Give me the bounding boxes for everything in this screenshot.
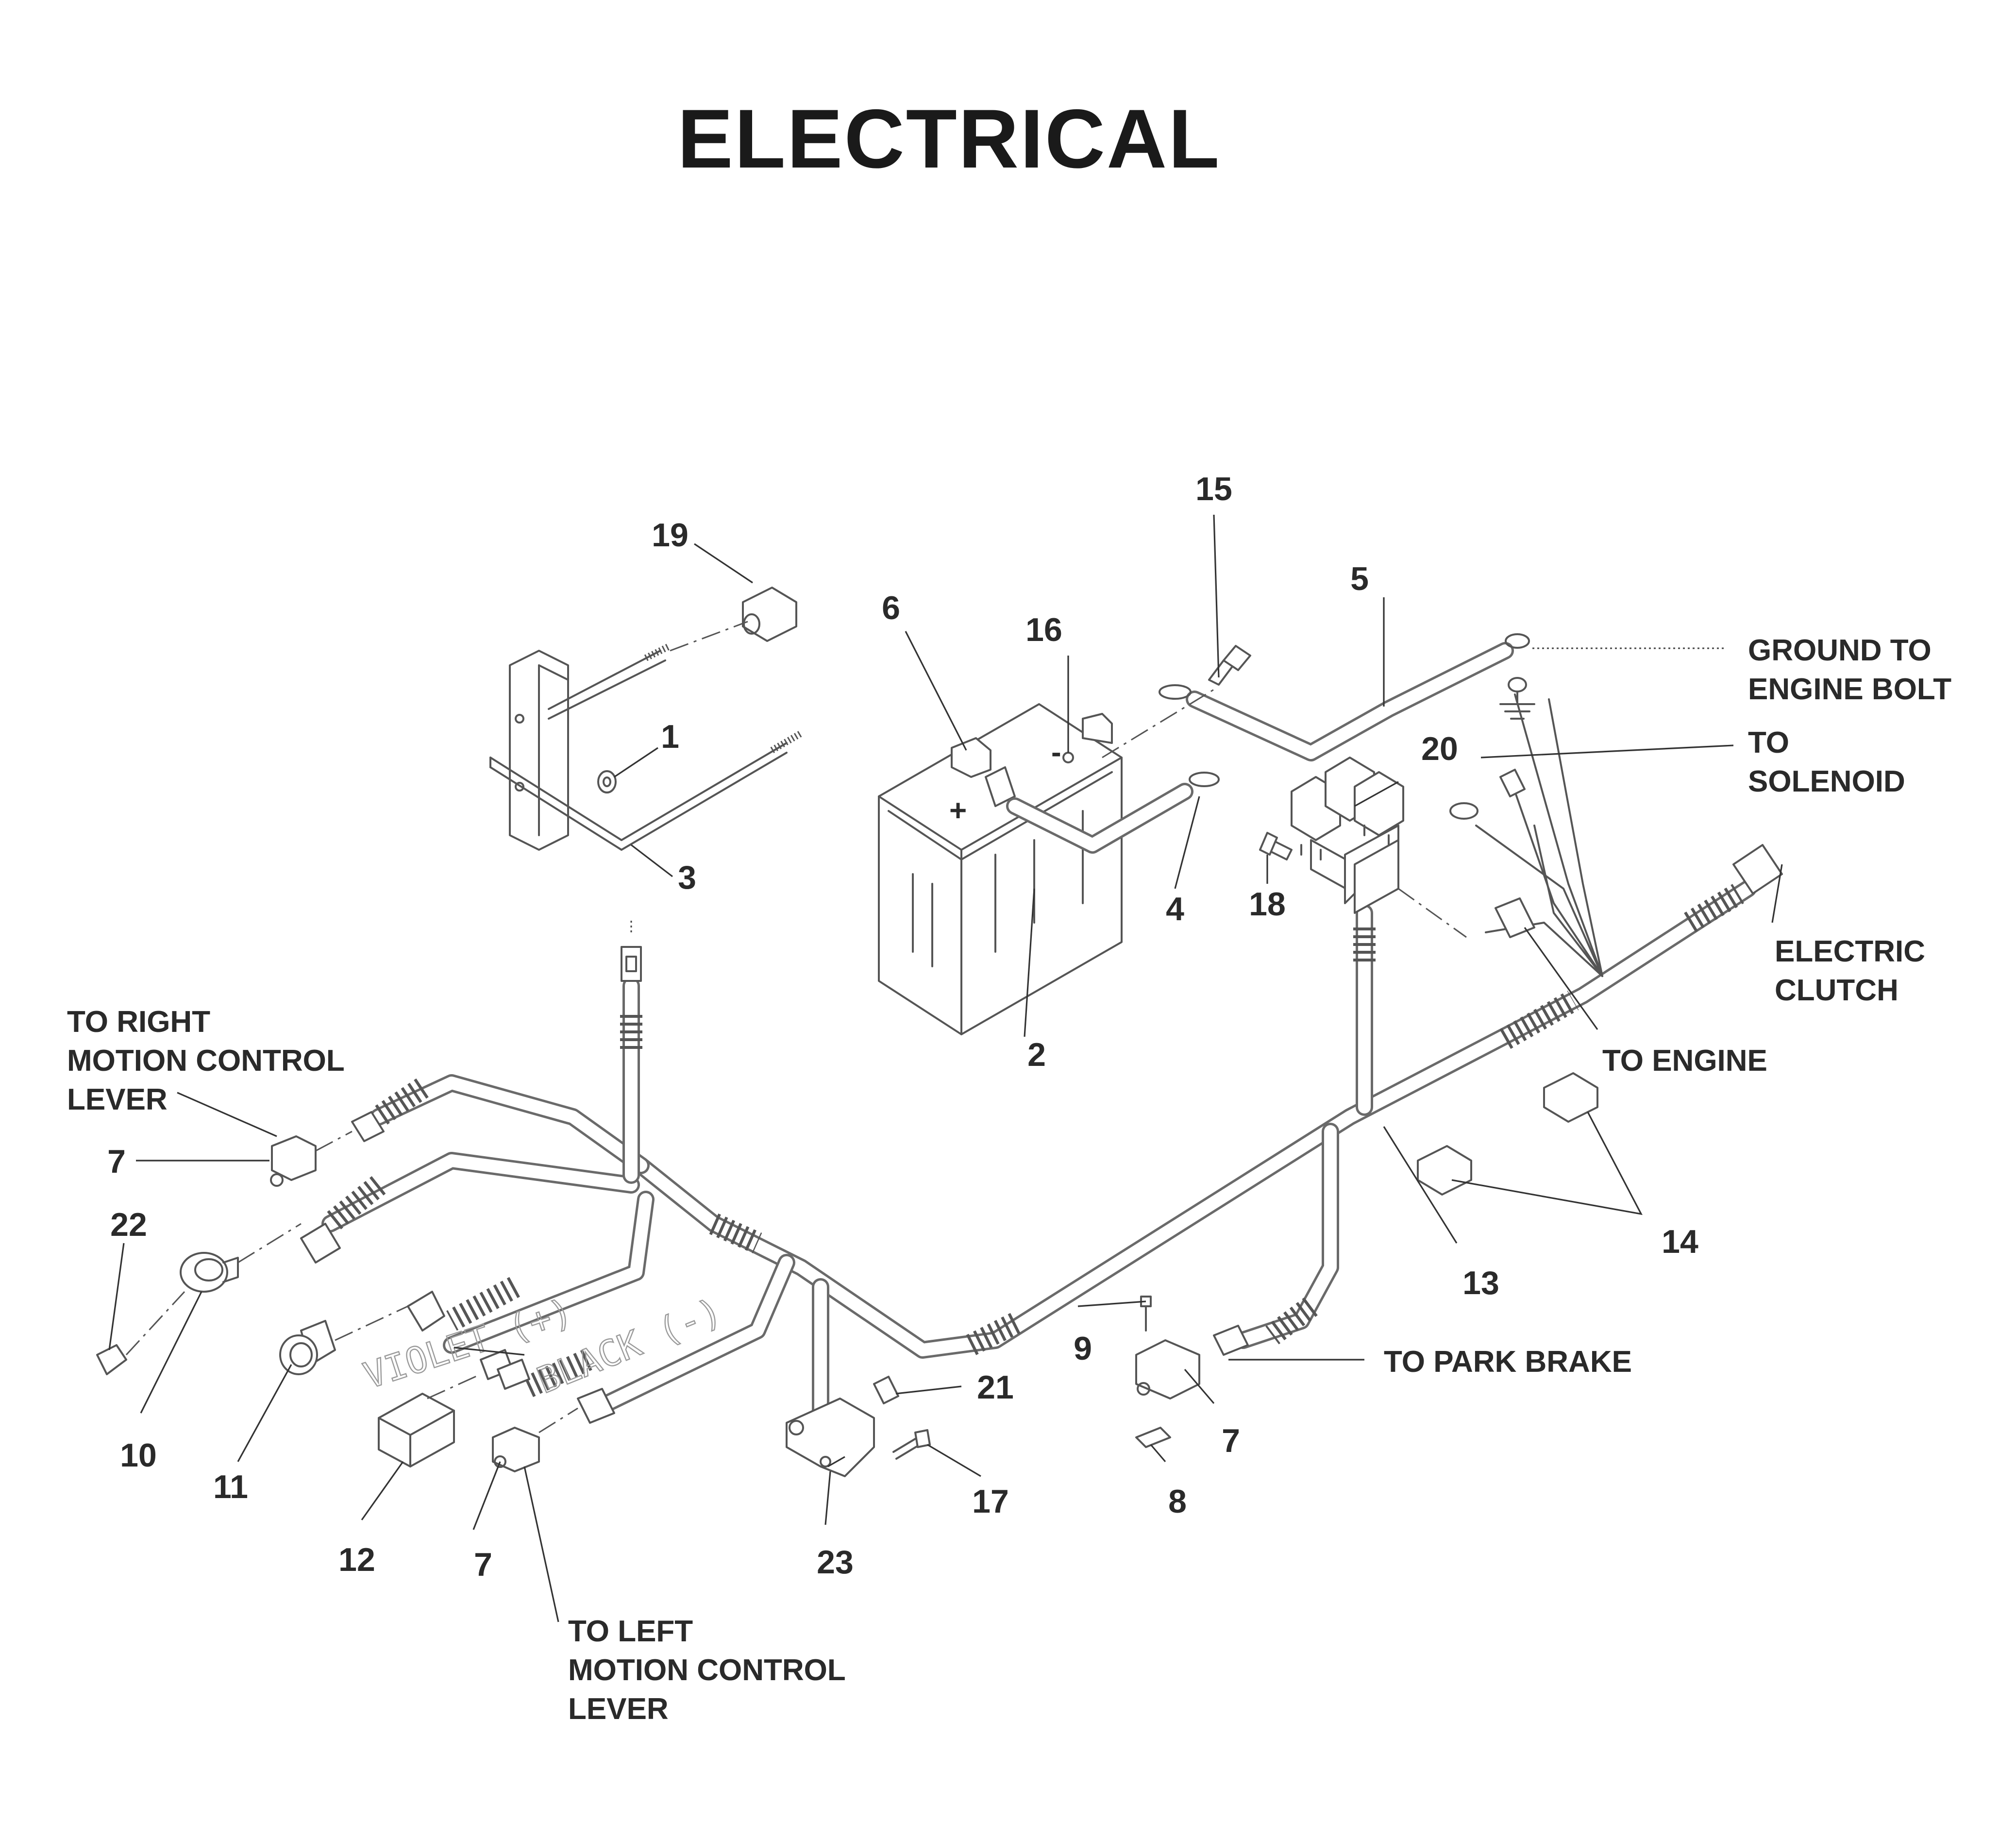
callout-numbers: 19 15 5 6 16 1 3 20 4 18 2 7 22 10 11 12… xyxy=(107,471,1698,1583)
callout-11: 11 xyxy=(213,1468,248,1505)
callout-7-left: 7 xyxy=(474,1546,492,1583)
note-clutch-line1: ELECTRIC xyxy=(1775,935,1925,968)
callout-14: 14 xyxy=(1662,1223,1698,1260)
note-engine: TO ENGINE xyxy=(1602,1044,1767,1078)
battery: + - xyxy=(878,703,1123,1035)
callout-6: 6 xyxy=(882,590,900,626)
callout-8: 8 xyxy=(1168,1483,1187,1520)
svg-text:-: - xyxy=(1051,736,1061,769)
positive-cable xyxy=(1006,772,1220,854)
callout-4: 4 xyxy=(1166,891,1184,927)
callout-10: 10 xyxy=(120,1437,157,1474)
callout-20: 20 xyxy=(1421,730,1458,767)
callout-12: 12 xyxy=(338,1541,375,1578)
note-right-lever-line1: TO RIGHT xyxy=(67,1005,210,1039)
callout-19: 19 xyxy=(652,517,689,554)
leader-lines xyxy=(108,514,1783,1622)
callout-17: 17 xyxy=(972,1483,1009,1520)
callout-16: 16 xyxy=(1025,611,1062,648)
note-right-lever-line2: MOTION CONTROL xyxy=(67,1044,345,1078)
note-left-lever-line3: LEVER xyxy=(568,1692,669,1726)
callout-13: 13 xyxy=(1462,1265,1499,1301)
wiring-harness xyxy=(321,693,1757,1432)
page-title: ELECTRICAL xyxy=(677,92,1221,185)
battery-bolt xyxy=(1102,645,1251,759)
notes: GROUND TO ENGINE BOLT TO SOLENOID ELECTR… xyxy=(67,634,1951,1726)
note-park-brake: TO PARK BRAKE xyxy=(1384,1345,1632,1379)
ground-cable xyxy=(1159,633,1530,761)
callout-7-right: 7 xyxy=(107,1143,126,1180)
note-solenoid-line2: SOLENOID xyxy=(1748,765,1905,798)
callout-22: 22 xyxy=(110,1206,147,1243)
note-ground-line1: GROUND TO xyxy=(1748,634,1932,667)
callout-2: 2 xyxy=(1027,1036,1046,1073)
callout-18: 18 xyxy=(1249,886,1286,923)
callout-5: 5 xyxy=(1350,560,1369,597)
callout-21: 21 xyxy=(977,1369,1014,1406)
callout-9: 9 xyxy=(1074,1330,1092,1367)
callout-1: 1 xyxy=(661,718,679,755)
explode-lines xyxy=(125,1130,578,1433)
note-solenoid-line1: TO xyxy=(1748,726,1789,759)
callout-7-park: 7 xyxy=(1222,1422,1240,1459)
callout-3: 3 xyxy=(678,859,696,896)
note-left-lever-line1: TO LEFT xyxy=(568,1615,693,1648)
callout-23: 23 xyxy=(817,1544,854,1581)
svg-text:+: + xyxy=(949,794,967,827)
note-clutch-line2: CLUTCH xyxy=(1775,974,1898,1007)
note-ground-line2: ENGINE BOLT xyxy=(1748,673,1951,706)
callout-15: 15 xyxy=(1195,471,1232,507)
switches xyxy=(96,1072,1598,1477)
note-left-lever-line2: MOTION CONTROL xyxy=(568,1653,846,1687)
battery-hold-down xyxy=(489,587,803,851)
relay-assembly xyxy=(1259,757,1467,938)
note-right-lever-line3: LEVER xyxy=(67,1083,168,1116)
